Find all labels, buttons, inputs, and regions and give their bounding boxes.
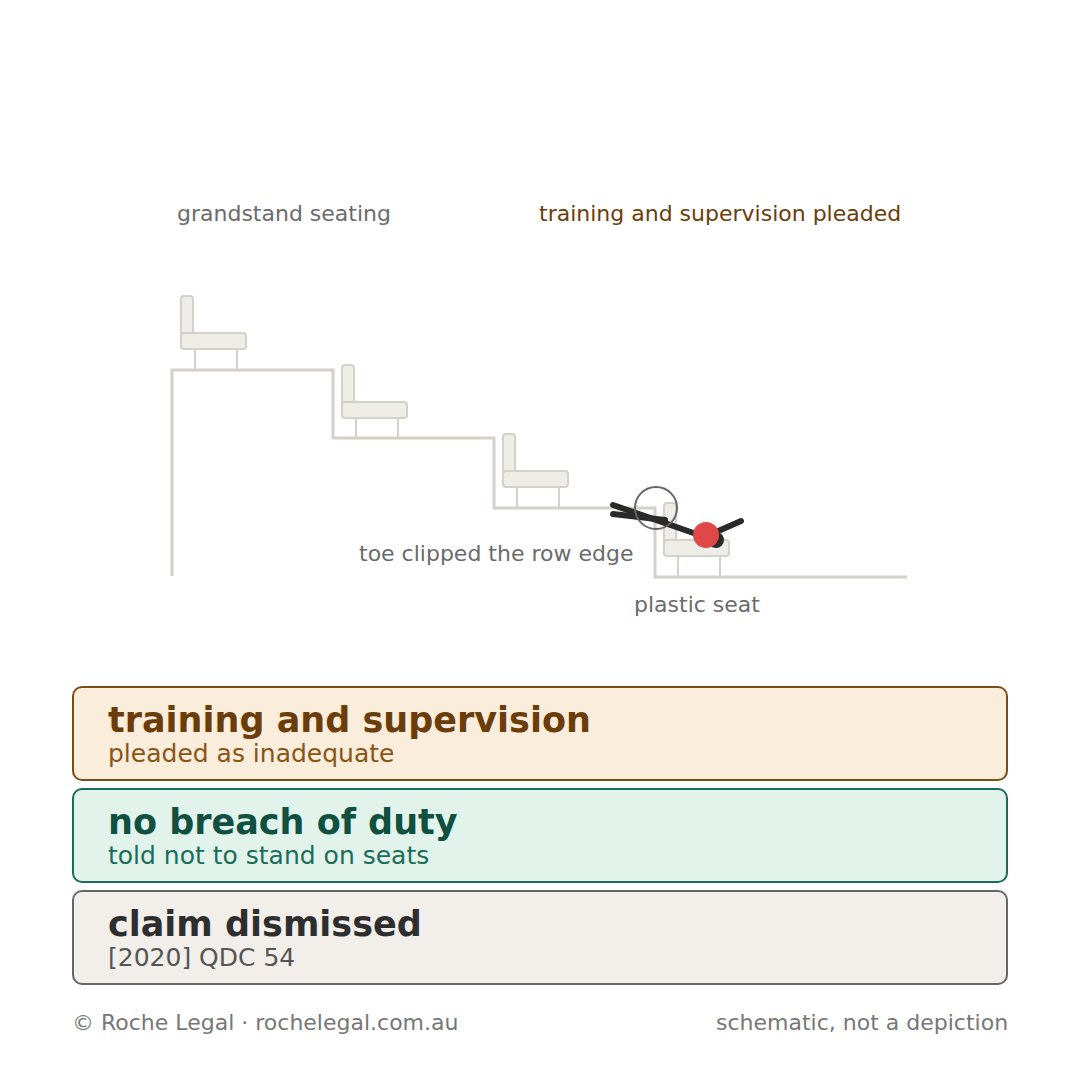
- disclaimer-note: schematic, not a depiction: [716, 1010, 1008, 1036]
- seat-leg: [516, 487, 518, 508]
- section-label: grandstand seating: [177, 201, 391, 227]
- figure-arm: [716, 521, 741, 532]
- figure-leg: [613, 505, 705, 537]
- seat-pad: [181, 333, 246, 349]
- box-heading: claim dismissed: [108, 904, 972, 944]
- box-body: [2020] QDC 54: [108, 944, 972, 973]
- seat-leg: [236, 349, 238, 370]
- seat-pad: [503, 471, 568, 487]
- seat-leg: [194, 349, 196, 370]
- allegation-box: training and supervisionpleaded as inade…: [72, 686, 1008, 781]
- callout-label: toe clipped the row edge: [359, 541, 633, 567]
- figure-head: [693, 522, 719, 548]
- seat-leg: [397, 418, 399, 438]
- outcome-box: claim dismissed[2020] QDC 54: [72, 890, 1008, 985]
- box-body: pleaded as inadequate: [108, 740, 972, 769]
- grandstand-steps: [172, 370, 907, 577]
- seat-leg: [677, 556, 679, 577]
- seat-row: [181, 296, 729, 577]
- box-heading: no breach of duty: [108, 802, 972, 842]
- box-body: told not to stand on seats: [108, 842, 972, 871]
- section-label: training and supervision pleaded: [539, 201, 901, 227]
- trip-point-marker: [635, 487, 677, 529]
- copyright-note: © Roche Legal · rochelegal.com.au: [72, 1010, 458, 1036]
- seat-leg: [355, 418, 357, 438]
- finding-box: no breach of dutytold not to stand on se…: [72, 788, 1008, 883]
- callout-label: plastic seat: [634, 592, 760, 618]
- box-heading: training and supervision: [108, 700, 972, 740]
- seat-leg: [558, 487, 560, 508]
- seat-pad: [342, 402, 407, 418]
- seat-leg: [719, 556, 721, 577]
